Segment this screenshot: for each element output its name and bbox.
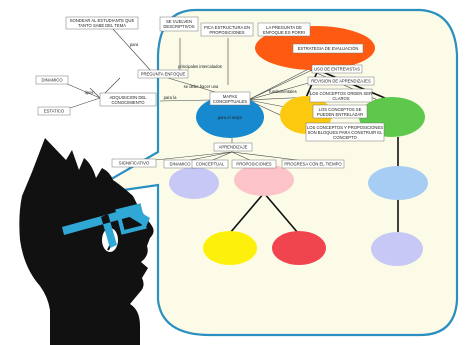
box-significativo: SIGNIFICATIVO (111, 158, 157, 168)
box-proposiciones-line-3: CONCEPTO (333, 135, 357, 140)
box-uso-entrevistas: USO DE ENTREVISTAS (311, 64, 363, 74)
box-significativo-label: SIGNIFICATIVO (119, 161, 150, 166)
box-conceptos-orden: LOS CONCEPTOS ORDEN SER CLAROS (309, 88, 373, 103)
box-proposiciones-2-label: PROPOSICIONES (236, 162, 271, 167)
box-revision: REVISION DE APRENDIZAJES (307, 76, 375, 86)
box-dinamico-2-label: DINAMICO (170, 162, 192, 167)
box-revision-label: REVISION DE APRENDIZAJES (311, 79, 371, 84)
box-adquisicion: ADQUISICION DEL CONOCIMIENTO (99, 92, 157, 107)
link-principales: principales intercalados (178, 64, 222, 69)
box-estrategia-label: ESTRATEGIA DE EVALUACIÓN (298, 46, 359, 51)
link-para-la: para la (164, 95, 177, 100)
box-mapas: MAPAS CONCEPTUALES (209, 91, 251, 106)
box-pregunta-enfoque-label: PREGUNTA ENFOQUE (141, 72, 186, 77)
box-proposiciones-line-1: LOS CONCEPTOS Y PROPOSICIONES (307, 125, 383, 130)
box-estatico-label: ESTATICO (44, 109, 65, 114)
box-mapas-line-2: CONCEPTUALES (213, 99, 247, 104)
box-se-vuelven: SE VUELVEN DESCRIPTIVOS (159, 16, 199, 32)
box-estatico: ESTATICO (37, 106, 71, 116)
box-adquisicion-line-2: CONOCIMIENTO (112, 100, 146, 105)
box-dinamico: DINAMICO (35, 75, 69, 85)
box-aprendizaje: APRENDIZAJE (213, 142, 253, 152)
node-bright-yellow (203, 231, 257, 265)
box-progresa-label: PROGRESA CON EL TIEMPO (284, 162, 342, 167)
box-proposiciones-2: PROPOSICIONES (231, 159, 277, 169)
box-pica-estructura-line-2: PROPOSICIONES (209, 30, 244, 35)
box-la-pregunta-line-1: LA PREGUNTA DE (266, 25, 302, 30)
box-conceptos-se-line-1: LOS CONCEPTOS SE (319, 107, 362, 112)
box-uso-entrevistas-label: USO DE ENTREVISTAS (314, 67, 360, 72)
link-se-debe-hacer: se debe hacer una (184, 84, 219, 89)
head-silhouette (19, 138, 154, 345)
box-conceptos-orden-line-1: LOS CONCEPTOS ORDEN SER (310, 91, 372, 96)
node-light-blue (368, 166, 428, 200)
box-dinamico-2: DINAMICO (163, 159, 197, 169)
box-la-pregunta-line-2: ENFOQUE ES PORRI (263, 30, 305, 35)
link-para: para (130, 42, 139, 47)
node-blue (196, 96, 264, 138)
box-dinamico-label: DINAMICO (42, 78, 64, 83)
box-proposiciones-line-2: SON BLOQUES PARA CONSTRUIR EL (308, 130, 384, 135)
box-se-vuelven-line-2: DESCRIPTIVOS (163, 24, 194, 29)
box-mapas-line-1: MAPAS (223, 94, 238, 99)
glasses-icon (62, 206, 150, 248)
box-pica-estructura: PICA ESTRUCTURA EN PROPOSICIONES (200, 22, 254, 37)
link-para-el-mejor: para el mejor (218, 115, 243, 120)
box-adquisicion-line-1: ADQUISICION DEL (110, 95, 148, 100)
link-tipos: tipos (85, 90, 94, 95)
box-sondear-line-1: SONDEAR AL ESTUDIANTE QUE (70, 18, 135, 23)
box-proposiciones: LOS CONCEPTOS Y PROPOSICIONES SON BLOQUE… (305, 122, 385, 142)
node-lavender-right (371, 232, 423, 266)
box-conceptos-se: LOS CONCEPTOS SE PUEDEN ENTRELAZAR (312, 104, 368, 119)
box-conceptual: CONCEPTUAL (191, 159, 229, 169)
box-sondear-line-2: TANTO SABE DEL TEMA (78, 23, 126, 28)
box-estrategia: ESTRATEGIA DE EVALUACIÓN (292, 43, 364, 54)
link-fundamentales: fundamentales (269, 89, 296, 94)
box-sondear: SONDEAR AL ESTUDIANTE QUE TANTO SABE DEL… (65, 16, 139, 30)
box-conceptos-orden-line-2: CLAROS (332, 96, 349, 101)
box-conceptos-se-line-2: PUEDEN ENTRELAZAR (317, 112, 363, 117)
box-aprendizaje-label: APRENDIZAJE (219, 145, 248, 150)
node-pink (234, 164, 294, 196)
node-red (272, 231, 326, 265)
box-la-pregunta: LA PREGUNTA DE ENFOQUE ES PORRI (257, 22, 311, 37)
box-conceptual-label: CONCEPTUAL (196, 162, 225, 167)
node-lavender-left (169, 167, 219, 199)
box-progresa: PROGRESA CON EL TIEMPO (281, 159, 345, 169)
box-se-vuelven-line-1: SE VUELVEN (166, 19, 192, 24)
box-pregunta-enfoque: PREGUNTA ENFOQUE (137, 69, 189, 79)
box-pica-estructura-line-1: PICA ESTRUCTURA EN (204, 25, 250, 30)
